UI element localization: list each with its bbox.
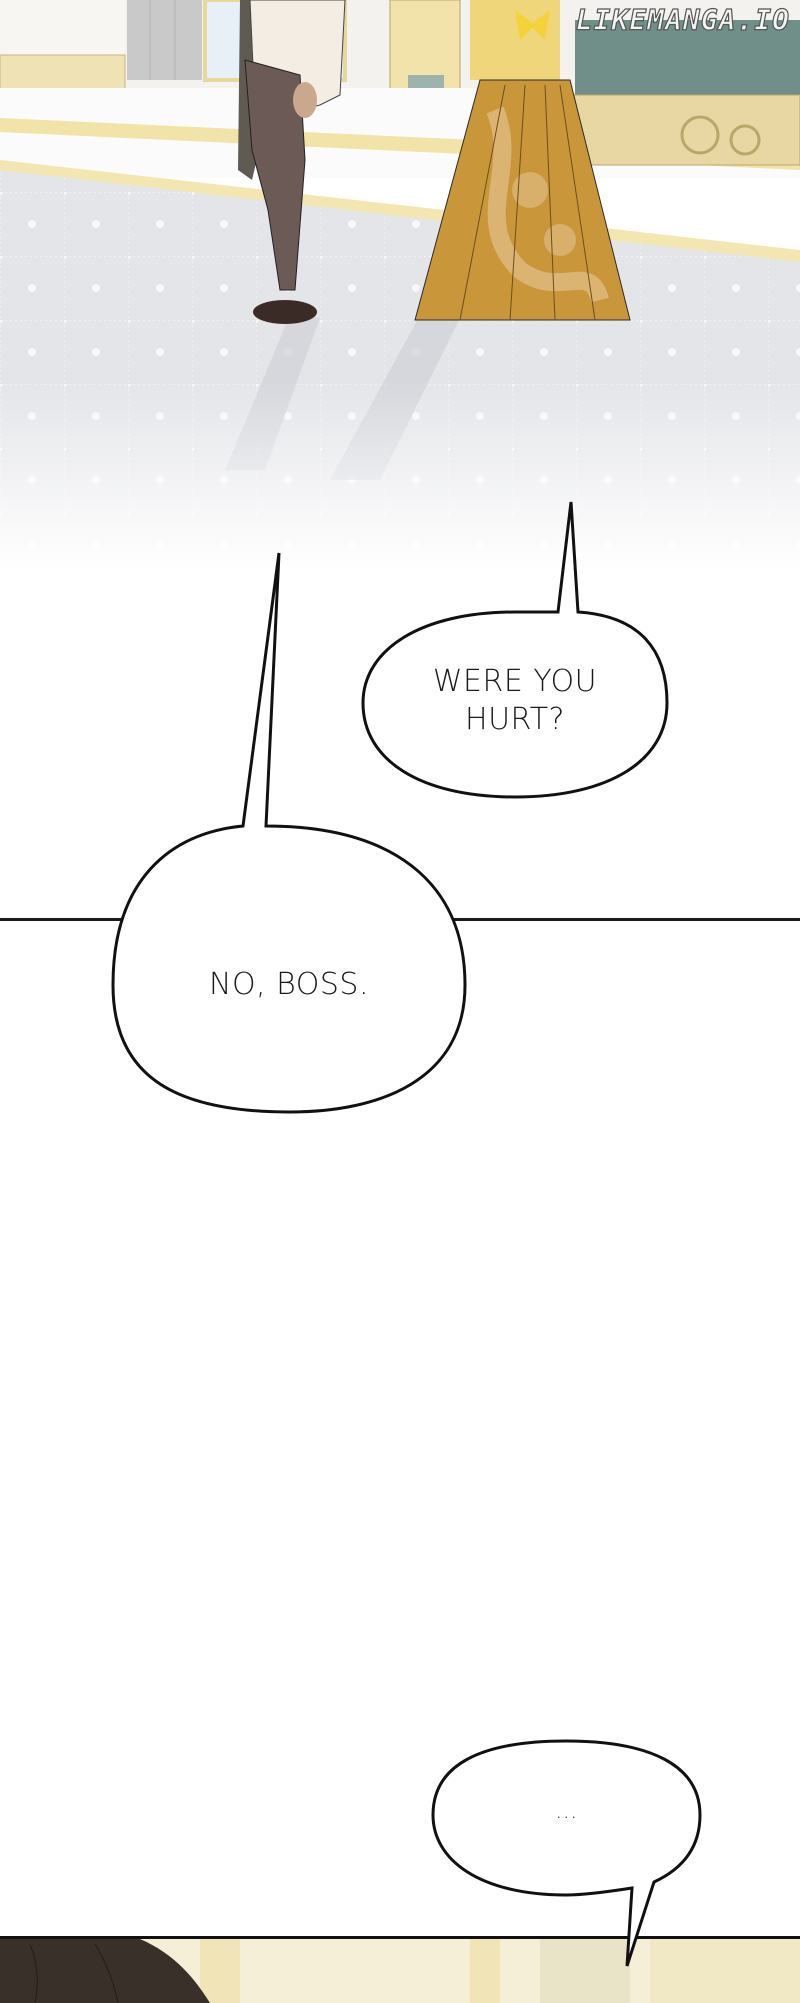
bubble-ellipsis-text: ...	[555, 1799, 578, 1824]
bubble-were-you-hurt-text: WERE YOU HURT?	[432, 664, 598, 737]
bubble-no-boss-text: NO, BOSS.	[209, 967, 369, 1002]
bubble-were-you-hurt-shape	[361, 501, 669, 799]
ballroom-illustration	[0, 0, 800, 570]
bubble-ellipsis-shape	[431, 1739, 702, 1967]
watermark: LIKEMANGA.IO	[575, 3, 790, 37]
ballroom-panel: LIKEMANGA.IO	[0, 0, 800, 570]
next-panel-preview	[0, 1936, 800, 2003]
next-panel-illustration	[0, 1939, 800, 2003]
bubble-no-boss-shape	[111, 552, 467, 1114]
